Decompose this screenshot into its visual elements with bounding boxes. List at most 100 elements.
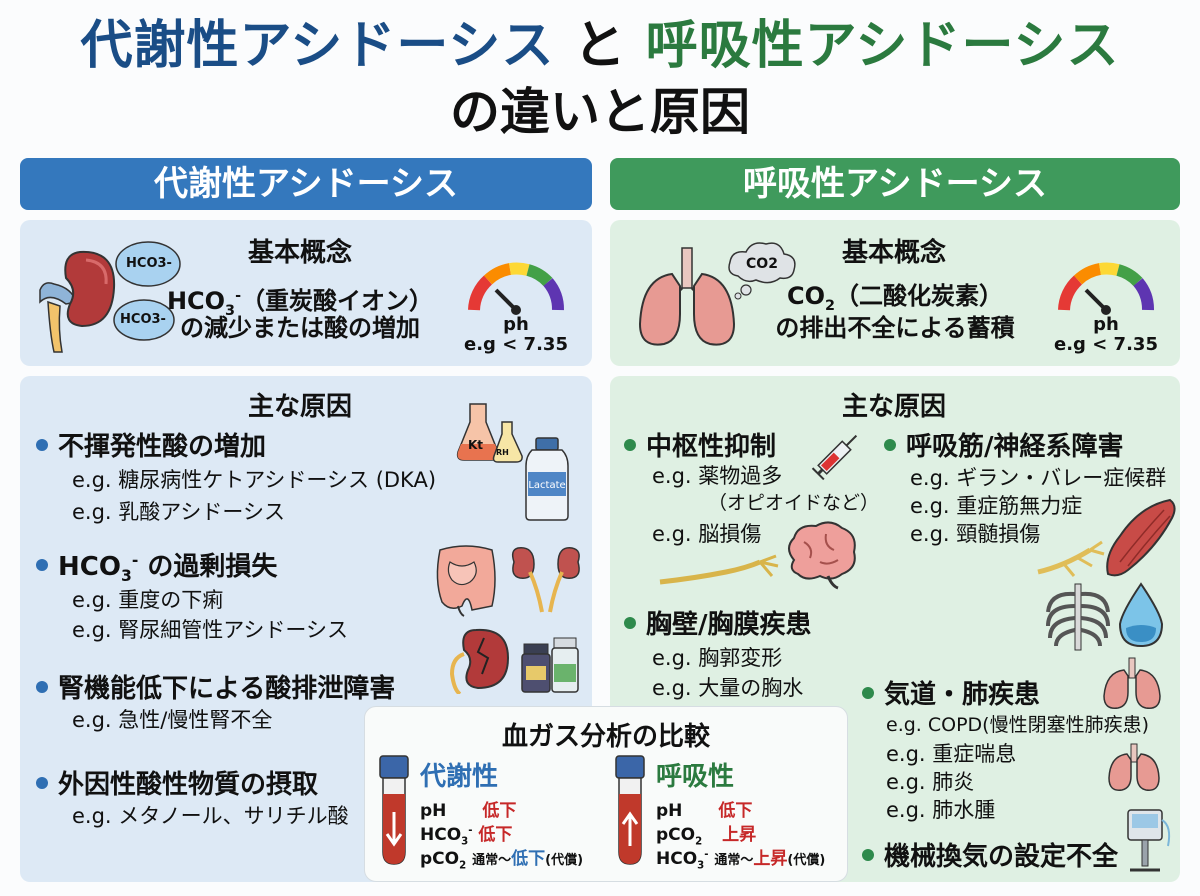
co2-cloud-label: CO2: [746, 256, 778, 272]
intestine-icon: [436, 545, 496, 617]
flask-label-rh: RH: [496, 448, 509, 457]
damaged-kidney-icon: [449, 628, 510, 694]
cause-cns-depression: 中枢性抑制: [624, 426, 776, 463]
brain-icon: [788, 521, 856, 590]
metabolic-causes-title: 主な原因: [247, 392, 352, 422]
respiratory-hco3-row: HCO3- 通常〜上昇(代償): [656, 849, 826, 872]
metabolic-concept-line1: HCO3-（重炭酸イオン）: [150, 280, 450, 327]
co2-cloud-icon: [728, 242, 796, 300]
example-drug-overdose: e.g. 薬物過多: [652, 464, 783, 488]
cause-label: 不揮発性酸の増加: [58, 432, 267, 462]
syringe-icon: [811, 434, 858, 481]
lungs-icon: [638, 247, 736, 346]
medicine-bottles-icon: [521, 637, 579, 693]
cause-chest-wall: 胸壁/胸膜疾患: [624, 604, 812, 641]
hco3-bubbles: [113, 241, 181, 341]
cause-nonvolatile-acid: 不揮発性酸の増加: [36, 426, 266, 463]
example-ckd: e.g. 急性/慢性腎不全: [72, 708, 273, 732]
example-diarrhea: e.g. 重度の下痢: [72, 588, 224, 612]
cause-label: 外因性酸性物質の摂取: [58, 770, 319, 800]
pco2-post: (代償): [545, 853, 584, 868]
cause-renal-failure: 腎機能低下による酸排泄障害: [36, 668, 395, 705]
nerve-icon: [659, 554, 779, 585]
hco3-text: HCO: [58, 552, 121, 582]
example-cervical-cord: e.g. 頸髄損傷: [910, 522, 1041, 546]
rib-cage-icon: [1046, 583, 1110, 651]
blood-gas-title: 血ガス分析の比較: [501, 722, 710, 752]
respiratory-ph-row: pH 低下: [656, 796, 752, 821]
cause-ventilator: 機械換気の設定不全: [862, 836, 1118, 873]
muscle-icon: [1106, 498, 1176, 577]
ph-val: 低下: [482, 801, 517, 821]
example-opioid: （オピオイドなど）: [708, 492, 880, 514]
hco3-desc: （重炭酸イオン）: [241, 287, 434, 315]
cause-label: 腎機能低下による酸排泄障害: [58, 674, 396, 704]
bullet-dot: [862, 848, 874, 861]
co2-text: CO: [786, 282, 825, 310]
metabolic-hco3-row: HCO3- 低下: [420, 825, 513, 848]
hco3-sup: -: [131, 551, 139, 570]
cause-label: の過剰損失: [138, 552, 278, 582]
respiratory-concept-line2: の排出不全による蓄積: [775, 314, 1015, 342]
bullet-dot: [36, 438, 48, 451]
respiratory-pco2-row: pCO2 上昇: [656, 825, 757, 848]
metabolic-concept-line2: の減少または酸の増加: [180, 314, 420, 342]
flask-label-kt: Kt: [468, 438, 484, 452]
water-drop-icon: [1118, 582, 1164, 648]
co2-desc: （二酸化炭素）: [835, 282, 1004, 310]
respiratory-concept-title: 基本概念: [841, 238, 946, 268]
hco3-pre: 通常〜: [714, 853, 754, 868]
bullet-dot: [36, 776, 48, 789]
example-brain-injury: e.g. 脳損傷: [652, 522, 762, 546]
cause-label: 胸壁/胸膜疾患: [646, 610, 812, 640]
cause-hco3-loss: HCO3- の過剰損失: [36, 546, 277, 585]
title-line2: の違いと原因: [450, 83, 750, 141]
kidney-icon: [39, 250, 116, 353]
example-pneumonia: e.g. 肺炎: [886, 770, 975, 794]
lactate-bottle-icon: [525, 437, 569, 521]
metabolic-pco2-row: pCO2 通常〜低下(代償): [420, 849, 584, 872]
cause-label: 機械換気の設定不全: [884, 842, 1119, 872]
example-chest-deformity: e.g. 胸郭変形: [652, 646, 783, 670]
cause-label: 呼吸筋/神経系障害: [906, 432, 1124, 462]
example-pleural-effusion: e.g. 大量の胸水: [652, 676, 804, 700]
metabolic-concept-title: 基本概念: [247, 238, 352, 268]
bullet-dot: [862, 686, 874, 699]
metabolic-ph-row: pH 低下: [420, 796, 516, 821]
cause-exogenous-acid: 外因性酸性物質の摂取: [36, 764, 318, 801]
hco3-bubble-label-2: HCO3-: [120, 312, 166, 327]
example-guillain-barre: e.g. ギラン・バレー症候群: [910, 466, 1167, 490]
ph-gauge-icon: [468, 262, 564, 315]
blood-tube-metabolic-icon: [379, 755, 409, 865]
example-myasthenia: e.g. 重症筋無力症: [910, 494, 1083, 518]
main-title: 代謝性アシドーシス と 呼吸性アシドーシス: [0, 14, 1200, 78]
hco3-hl: 上昇: [753, 849, 788, 869]
blood-gas-respiratory-head: 呼吸性: [656, 762, 735, 792]
ph-gauge-icon-right: [1058, 262, 1154, 315]
respiratory-causes-title: 主な原因: [841, 392, 946, 422]
urinary-tract-icon: [511, 547, 580, 613]
example-dka: e.g. 糖尿病性ケトアシドーシス (DKA): [72, 468, 437, 492]
hco3-post: (代償): [787, 853, 826, 868]
bullet-dot: [884, 438, 896, 451]
blood-tube-respiratory-icon: [615, 755, 645, 865]
pco2-hl: 低下: [511, 849, 546, 869]
pco2-val: 上昇: [722, 825, 757, 845]
cause-label: 中枢性抑制: [646, 432, 777, 462]
bullet-dot: [36, 680, 48, 693]
hco3-key: HCO: [420, 825, 462, 845]
pco2-pre: 通常〜: [472, 853, 512, 868]
metabolic-header: 代謝性アシドーシス: [20, 158, 592, 210]
blood-gas-metabolic-head: 代謝性: [420, 762, 499, 792]
nerve-branch-icon: [1037, 540, 1105, 577]
respiratory-header: 呼吸性アシドーシス: [610, 158, 1180, 210]
example-methanol: e.g. メタノール、サリチル酸: [72, 804, 349, 828]
hco3-key: HCO: [656, 849, 698, 869]
hco3-text: HCO: [166, 287, 226, 315]
flask-icon: [456, 403, 523, 463]
example-copd: e.g. COPD(慢性閉塞性肺疾患): [886, 714, 1150, 736]
ph-key: pH: [420, 801, 447, 821]
lactate-label: Lactate: [528, 480, 566, 491]
lungs-small-icon: [1103, 657, 1161, 709]
ventilator-icon: [1127, 809, 1171, 872]
